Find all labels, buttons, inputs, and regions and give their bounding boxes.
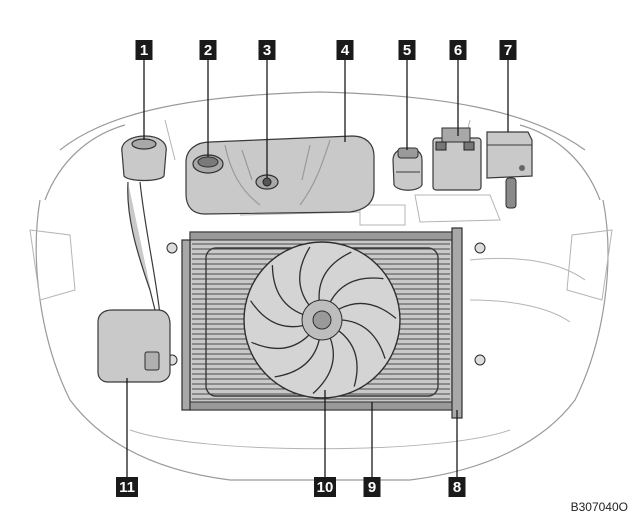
callout-number: 9 bbox=[368, 479, 376, 496]
battery bbox=[432, 127, 482, 191]
callout-2: 2 bbox=[199, 40, 217, 60]
cooling-fan bbox=[205, 241, 439, 399]
figure-code: B307040O bbox=[570, 500, 628, 514]
fan-blade bbox=[271, 265, 304, 316]
fan-blade bbox=[341, 319, 386, 359]
callout-box bbox=[449, 40, 467, 60]
callout-number: 2 bbox=[204, 42, 212, 59]
callout-5: 5 bbox=[398, 40, 416, 60]
fan-blade bbox=[318, 251, 352, 301]
coolant-expansion-tank bbox=[121, 135, 167, 316]
callout-box bbox=[398, 40, 416, 60]
callout-box bbox=[499, 40, 517, 60]
callout-number: 11 bbox=[119, 479, 135, 496]
callout-labels: 1 2 3 4 5 6 7 8 9 10 11 bbox=[116, 40, 517, 497]
engine-oil-filler-cap bbox=[192, 154, 224, 174]
fan-blade bbox=[299, 246, 311, 306]
callout-box bbox=[116, 477, 138, 497]
callout-number: 6 bbox=[454, 42, 462, 59]
callout-box bbox=[336, 40, 354, 60]
callout-10: 10 bbox=[314, 477, 336, 497]
fan-blade bbox=[274, 339, 320, 378]
callout-box bbox=[448, 477, 466, 497]
callout-1: 1 bbox=[135, 40, 153, 60]
callout-number: 7 bbox=[504, 42, 512, 59]
callout-6: 6 bbox=[449, 40, 467, 60]
fan-blade bbox=[338, 330, 358, 387]
callout-number: 8 bbox=[453, 479, 461, 496]
fan-blade bbox=[338, 302, 397, 319]
callout-8: 8 bbox=[448, 477, 466, 497]
callout-box bbox=[199, 40, 217, 60]
engine-cover bbox=[185, 135, 375, 215]
callout-number: 10 bbox=[317, 479, 334, 496]
callout-box bbox=[258, 40, 276, 60]
fan-blade bbox=[250, 300, 303, 328]
washer-fluid-reservoir bbox=[97, 309, 171, 383]
callout-4: 4 bbox=[336, 40, 354, 60]
callout-7: 7 bbox=[499, 40, 517, 60]
fan-blade bbox=[329, 277, 384, 303]
callout-box bbox=[363, 477, 381, 497]
callout-number: 4 bbox=[341, 42, 350, 59]
callout-3: 3 bbox=[258, 40, 276, 60]
callout-leaders bbox=[126, 60, 509, 478]
fan-blade bbox=[312, 337, 334, 394]
fan-blade bbox=[251, 334, 310, 350]
callout-9: 9 bbox=[363, 477, 381, 497]
fan-blades bbox=[250, 246, 397, 394]
brake-fluid-reservoir bbox=[392, 147, 423, 191]
callout-number: 5 bbox=[403, 42, 411, 59]
fuse-relay-box bbox=[486, 131, 533, 209]
callout-11: 11 bbox=[116, 477, 138, 497]
engine-oil-dipstick bbox=[255, 174, 279, 190]
callout-box bbox=[314, 477, 336, 497]
callout-number: 3 bbox=[263, 42, 271, 59]
callout-number: 1 bbox=[140, 42, 148, 59]
callout-box bbox=[135, 40, 153, 60]
